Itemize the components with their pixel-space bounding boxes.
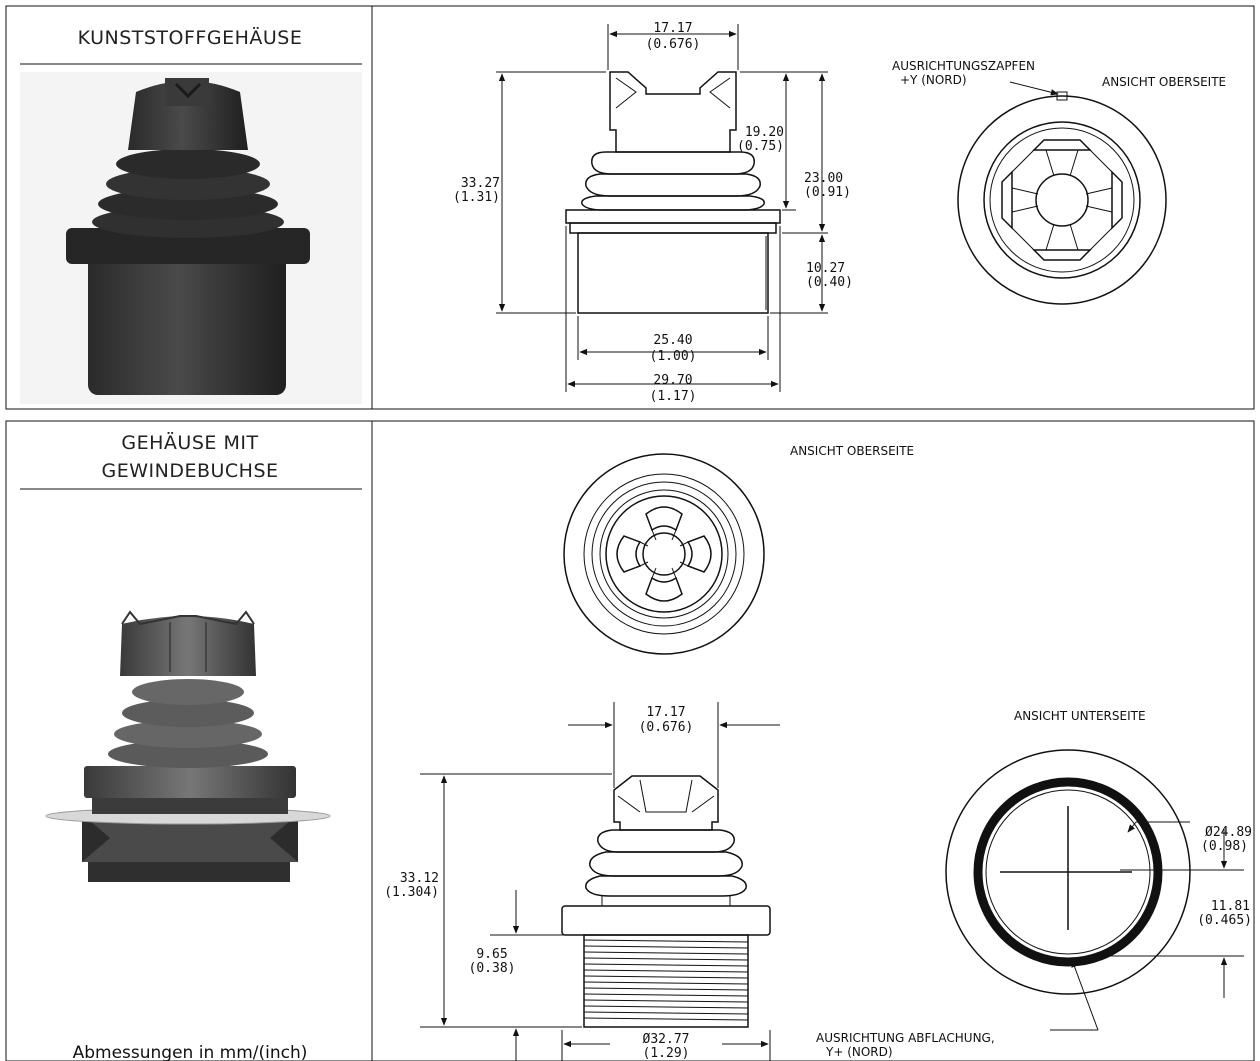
threaded-bottom-view [945, 749, 1244, 1031]
dim-bottom-diameter: Ø24.89 [1205, 825, 1252, 840]
flat-label-line2: Y+ (NORD) [825, 1045, 893, 1059]
dim-upper-height-in: (0.91) [804, 185, 851, 200]
threaded-top-view-label: ANSICHT OBERSEITE [790, 444, 914, 458]
threaded-dimensions [420, 702, 780, 1061]
threaded-panel-title-line1: GEHÄUSE MIT [121, 431, 258, 454]
dim-total-height-in: (1.31) [453, 190, 500, 205]
bottom-view-label: ANSICHT UNTERSEITE [1014, 709, 1146, 723]
dim-bottom-diameter-in: (0.98) [1201, 839, 1248, 854]
dim-top-width: 17.17 [653, 21, 692, 36]
dim-flat-distance-in: (0.465) [1197, 913, 1252, 928]
dim-thread-height: 9.65 [476, 947, 507, 962]
dim-body-width: 25.40 [653, 333, 692, 348]
flat-label-line1: AUSRICHTUNG ABFLACHUNG, [816, 1031, 995, 1045]
dim-thread-height-in: (0.38) [469, 961, 516, 976]
threaded-panel-title-line2: GEWINDEBUCHSE [101, 460, 278, 482]
plastic-top-view-label: ANSICHT OBERSEITE [1102, 75, 1226, 89]
threaded-side-view [561, 775, 771, 1028]
dim-flange-width-in: (1.17) [650, 389, 697, 404]
threaded-housing-render [45, 610, 331, 882]
dim-thread-diameter: Ø32.77 [643, 1032, 690, 1047]
plastic-top-view [957, 81, 1167, 305]
dim-flat-distance: 11.81 [1211, 899, 1250, 914]
dim-lower-height-in: (0.40) [806, 275, 853, 290]
pin-label-line2: +Y (NORD) [900, 73, 967, 87]
dim-body-width-in: (1.00) [650, 349, 697, 364]
dim-total-height: 33.27 [461, 176, 500, 191]
units-note: Abmessungen in mm/(inch) [73, 1043, 308, 1061]
dim-upper-height: 23.00 [804, 171, 843, 186]
dim-flange-width: 29.70 [653, 373, 692, 388]
plastic-side-view [565, 71, 781, 314]
panel-frame [5, 5, 1255, 1061]
thread-lines [583, 939, 749, 1021]
dim-t-total-height-in: (1.304) [384, 885, 439, 900]
dim-t-top-width-in: (0.676) [639, 720, 694, 735]
dim-top-width-in: (0.676) [646, 37, 701, 52]
threaded-dimension-labels: 17.17 (0.676) 33.12 (1.304) 9.65 (0.38) … [384, 705, 693, 1061]
dim-lower-height: 10.27 [806, 261, 845, 276]
dim-top-section: 19.20 [745, 125, 784, 140]
plastic-dimensions [496, 24, 828, 392]
threaded-top-view [563, 453, 765, 655]
dim-t-top-width: 17.17 [646, 705, 685, 720]
plastic-dimension-labels: 17.17 (0.676) 33.27 (1.31) 19.20 (0.75) … [453, 21, 853, 404]
dim-t-total-height: 33.12 [400, 871, 439, 886]
dim-thread-diameter-in: (1.29) [643, 1046, 690, 1061]
pin-label-line1: AUSRICHTUNGSZAPFEN [892, 59, 1035, 73]
plastic-panel-title: KUNSTSTOFFGEHÄUSE [78, 26, 303, 49]
dim-top-section-in: (0.75) [737, 139, 784, 154]
plastic-housing-photo [20, 72, 362, 404]
